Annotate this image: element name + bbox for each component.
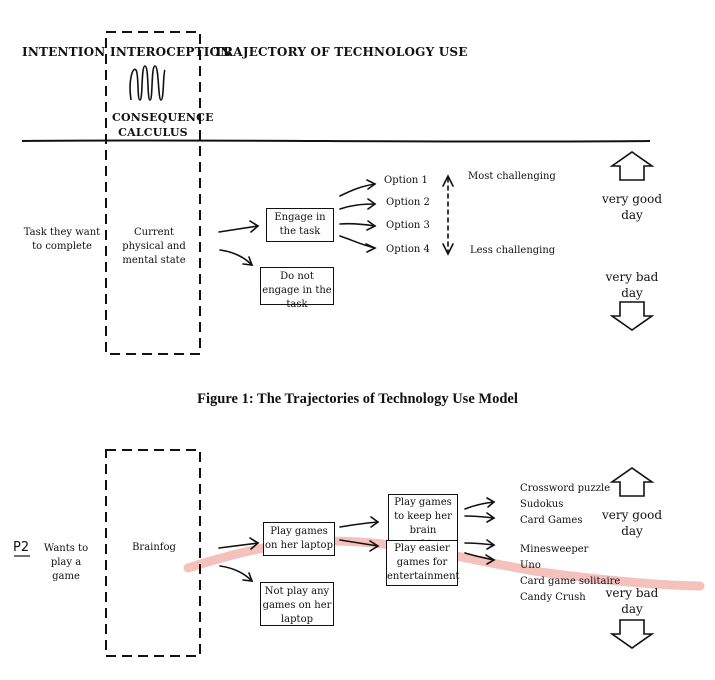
- arrow-to-engage: [218, 225, 259, 233]
- very-bad-day-label: very bad day: [605, 270, 659, 300]
- good-day-up-arrow-icon: [609, 151, 655, 181]
- bottom-very-good-day-label: very good day: [601, 508, 663, 538]
- header-intention: INTENTION: [22, 45, 106, 59]
- easier-games-box: Play easier games for entertainment: [386, 540, 460, 586]
- arrow-to-easier: [339, 539, 379, 547]
- arrow-to-hard-games-1: [464, 501, 495, 510]
- game-minesweeper: Minesweeper: [520, 544, 589, 555]
- game-card-games: Card Games: [520, 515, 583, 526]
- not-engage-box: Do not engage in the task: [260, 267, 334, 310]
- bottom-very-bad-day-label: very bad day: [605, 586, 659, 616]
- arrow-option-1: [339, 183, 376, 197]
- task-label: Task they want to complete: [23, 227, 101, 252]
- option-3: Option 3: [386, 220, 430, 231]
- very-good-day-label: very good day: [601, 192, 663, 222]
- most-challenging-label: Most challenging: [468, 171, 556, 182]
- option-1: Option 1: [384, 175, 428, 186]
- arrow-option-3: [339, 222, 376, 227]
- less-challenging-label: Less challenging: [470, 245, 556, 256]
- participant-label: P2: [13, 540, 30, 555]
- arrow-to-easy-games-1: [464, 542, 495, 546]
- header-interoception: INTEROCEPTION: [110, 45, 232, 59]
- bad-day-down-arrow-icon: [609, 301, 655, 331]
- play-games-box: Play games on her laptop: [263, 522, 335, 556]
- option-4: Option 4: [386, 244, 430, 255]
- interoception-column-bottom: [105, 449, 201, 657]
- interoception-squiggle-icon: [129, 65, 166, 101]
- option-2: Option 2: [386, 197, 430, 208]
- arrow-to-play: [218, 542, 259, 549]
- keep-brain-working-box: Play games to keep her brain working: [388, 494, 458, 554]
- game-candy-crush: Candy Crush: [520, 592, 586, 603]
- arrow-to-not-engage: [219, 249, 253, 266]
- game-crossword: Crossword puzzle: [520, 483, 611, 494]
- game-solitaire: Card game solitaire: [520, 576, 621, 587]
- arrow-to-not-play: [219, 565, 253, 582]
- header-consequence-calculus: CONSEQUENCE CALCULUS: [112, 111, 214, 139]
- divider-line: [21, 139, 651, 143]
- figure-caption: Figure 1: The Trajectories of Technology…: [197, 391, 518, 407]
- game-uno: Uno: [520, 560, 541, 571]
- example-task-label: Wants to play a game: [43, 543, 89, 582]
- arrow-to-hard-games-2: [464, 515, 495, 519]
- bottom-bad-day-down-arrow-icon: [609, 619, 655, 649]
- not-play-games-box: Not play any games on her laptop: [260, 582, 334, 626]
- bottom-good-day-up-arrow-icon: [609, 467, 655, 497]
- state-label: Current physical and mental state: [122, 227, 186, 266]
- game-sudokus: Sudokus: [520, 499, 564, 510]
- arrow-to-keep-brain: [339, 521, 379, 528]
- engage-box: Engage in the task: [266, 208, 334, 242]
- arrow-option-2: [339, 203, 376, 210]
- header-trajectory: TRAJECTORY OF TECHNOLOGY USE: [214, 45, 468, 59]
- example-state-label: Brainfog: [132, 542, 176, 553]
